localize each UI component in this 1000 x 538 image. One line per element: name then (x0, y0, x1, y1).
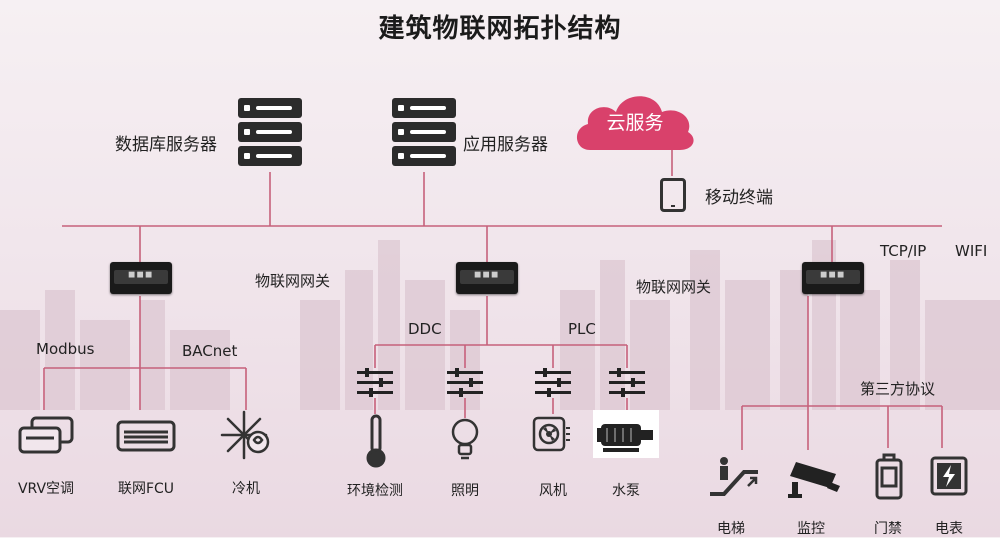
gateway-middle-label: 物联网网关 (636, 278, 712, 296)
lighting-label: 照明 (451, 483, 479, 499)
power-meter-icon (930, 456, 968, 496)
gateway-middle-icon (456, 262, 518, 294)
ddc-label: DDC (408, 320, 442, 338)
surveillance-camera-icon (788, 462, 840, 498)
slider-controller-icon (535, 368, 571, 397)
water-pump-image (593, 410, 659, 458)
fan-label: 风机 (539, 483, 567, 499)
cloud-service-label: 云服务 (606, 112, 664, 134)
cloud-icon (576, 96, 694, 150)
cloud-service: 云服务 (570, 84, 700, 154)
application-server-icon (392, 98, 456, 170)
slider-controller-icon (609, 368, 645, 397)
database-server-icon (238, 98, 302, 170)
gateway-right-icon (802, 262, 864, 294)
mobile-terminal-label: 移动终端 (705, 188, 773, 208)
application-server-label: 应用服务器 (463, 135, 548, 155)
camera-label: 监控 (797, 521, 825, 537)
fan-icon (532, 416, 570, 452)
bacnet-label: BACnet (182, 342, 238, 360)
gateway-left-icon (110, 262, 172, 294)
access-card-icon (875, 453, 903, 500)
pump-label: 水泵 (612, 483, 640, 499)
chiller-icon (220, 410, 270, 460)
elevator-label: 电梯 (717, 521, 745, 537)
fcu-unit-icon (116, 420, 176, 452)
database-server-label: 数据库服务器 (115, 135, 217, 155)
access-control-label: 门禁 (874, 521, 902, 537)
thermometer-icon (366, 414, 386, 468)
third-party-protocol-label: 第三方协议 (860, 380, 936, 398)
gateway-left-label: 物联网网关 (255, 272, 331, 290)
chiller-label: 冷机 (232, 481, 260, 497)
slider-controller-icon (357, 368, 393, 397)
page-title: 建筑物联网拓扑结构 (378, 14, 622, 44)
wifi-label: WIFI (955, 242, 988, 260)
escalator-icon (710, 457, 758, 496)
slider-controller-icon (447, 368, 483, 397)
tablet-icon (660, 178, 686, 212)
vrv-label: VRV空调 (17, 481, 75, 497)
light-bulb-icon (451, 418, 479, 460)
plc-label: PLC (568, 320, 596, 338)
pump-motor-icon (597, 424, 653, 452)
electric-meter-label: 电表 (935, 521, 963, 537)
modbus-label: Modbus (36, 340, 95, 358)
env-detect-label: 环境检测 (347, 483, 403, 499)
vrv-air-conditioner-icon (18, 416, 74, 454)
fcu-label: 联网FCU (117, 481, 175, 497)
tcpip-label: TCP/IP (880, 242, 927, 260)
